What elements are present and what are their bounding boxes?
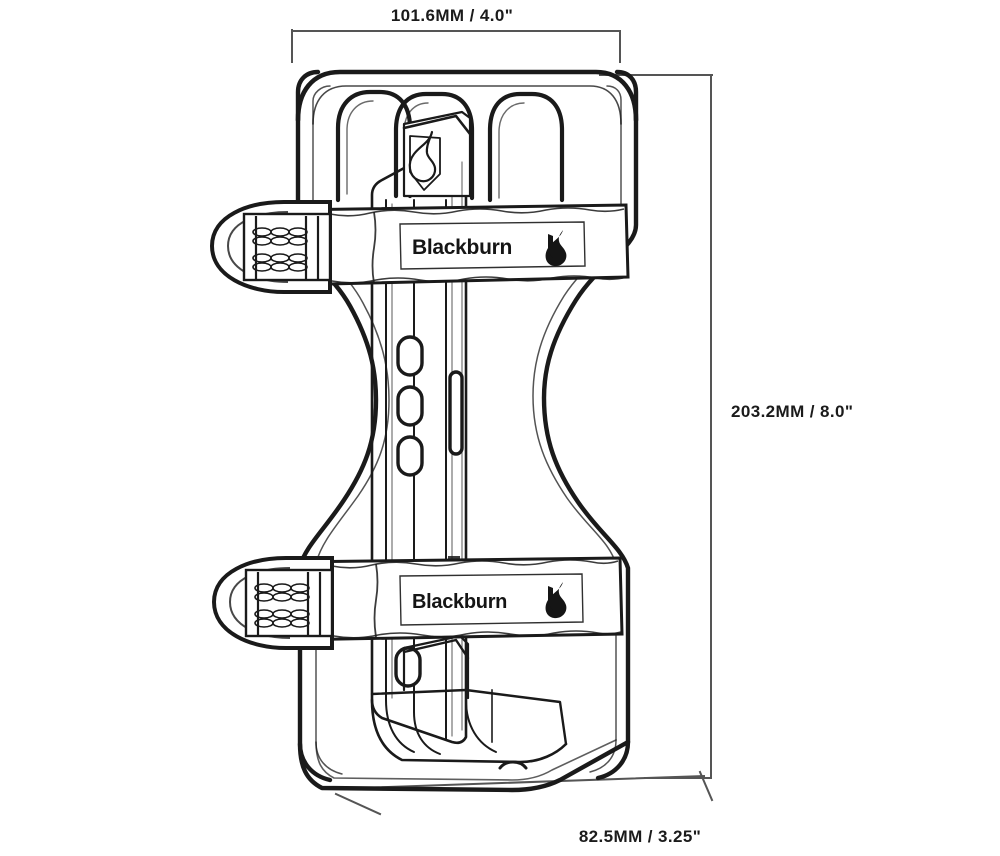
flame-badge-icon [408,130,441,191]
cage-strut-center-left [393,91,475,201]
cage-top-hoop [295,69,639,123]
cage-strut-right [487,91,565,203]
vent-hole [396,435,424,477]
width-dimension-label: 101.6MM / 4.0" [391,6,513,25]
upper-strap-edge-top [289,207,625,217]
upper-strap-edge-bottom [287,275,628,284]
lower-strap-seam [373,563,379,638]
upper-strap[interactable]: Blackburn [209,200,630,294]
vent-hole [394,646,422,688]
upper-buckle-grip-texture [252,227,308,272]
cage-vent-holes [394,335,424,688]
width-dimension-bracket [291,29,621,63]
lower-strap-edge-top [291,559,619,569]
height-dimension-label: 203.2MM / 8.0" [731,402,853,421]
upper-buckle-bars [254,216,320,279]
lower-strap-brand-text: Blackburn [412,591,507,613]
cage-badge-panel-bevel [402,114,472,136]
upper-strap-brand-text: Blackburn [412,236,512,259]
cage-strut-left-highlight [346,100,374,195]
lower-strap-edge-bottom [289,630,622,639]
adjustment-slot [448,370,464,456]
vent-hole [396,335,424,377]
upper-strap-flame-mark [545,230,567,267]
vent-hole [396,385,424,427]
cage-strut-right-highlight [498,102,525,199]
cage-lower-bevel-edge [402,638,470,660]
lower-strap-buckle[interactable] [211,556,334,650]
cage-top-hoop-inner [312,85,622,125]
upper-strap-logo-plate [399,221,586,270]
upper-strap-seam [371,211,377,284]
upper-strap-buckle[interactable] [209,200,332,294]
lower-strap-logo-plate [399,573,584,626]
lower-strap-flame-mark [545,582,567,619]
lower-strap[interactable]: Blackburn [211,556,624,650]
lower-buckle-bars [256,572,322,635]
cage-bottom-basket [297,688,631,793]
depth-dimension-label: 82.5MM / 3.25" [579,827,701,846]
cage-right-rail [541,69,639,781]
